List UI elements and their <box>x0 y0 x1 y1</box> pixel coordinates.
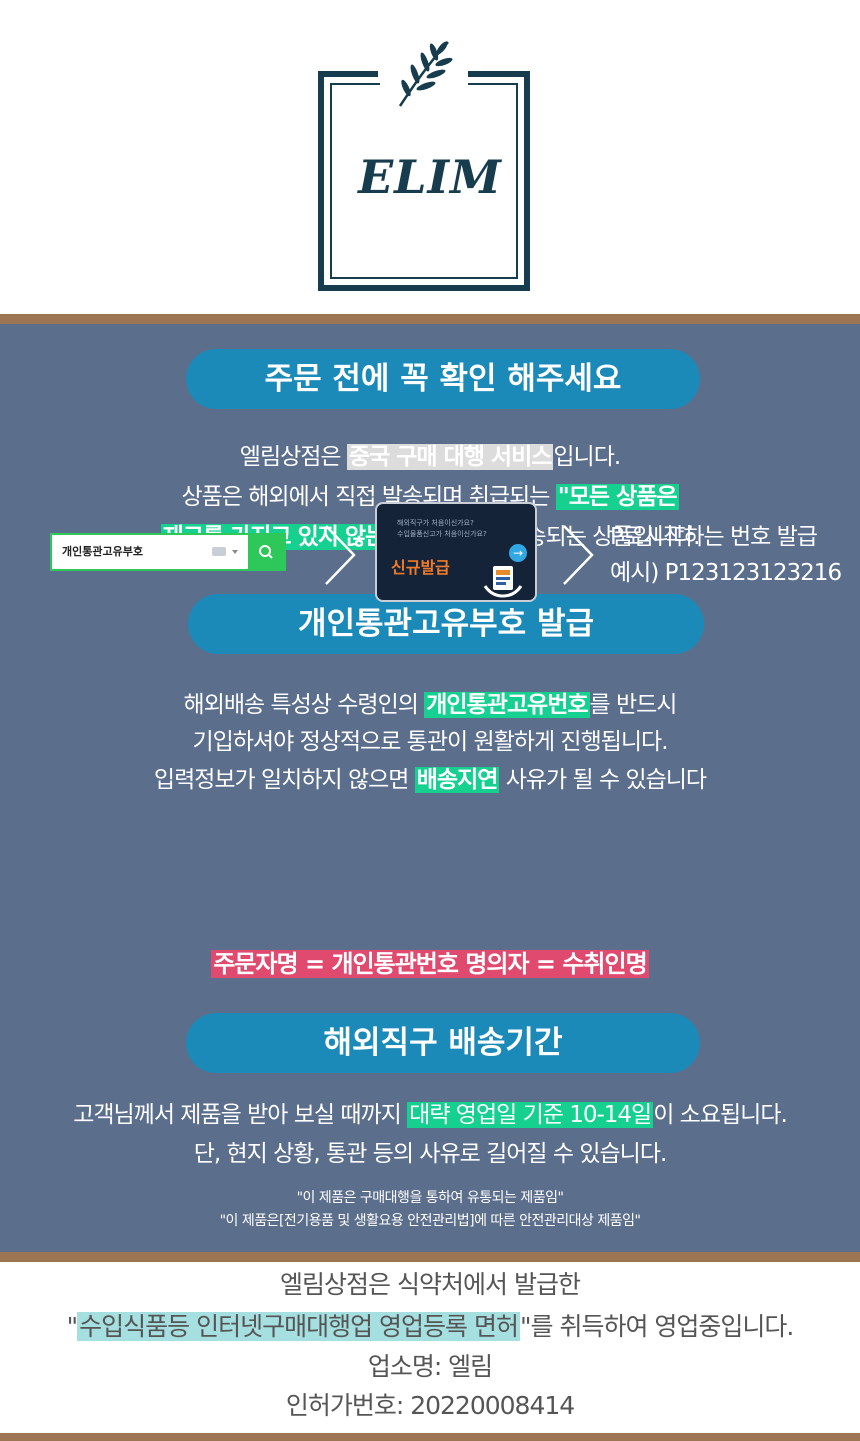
customs-search-box: 개인통관고유부호 <box>50 533 286 571</box>
chevron-right-icon <box>325 525 356 585</box>
bottom-divider <box>0 1433 860 1441</box>
footnote-2: "이 제품은[전기용품 및 생활요용 안전관리법]에 따른 안전관리대상 제품임… <box>219 1213 641 1229</box>
chevron-down-icon <box>232 550 238 554</box>
logo-text: ELIM <box>358 150 502 204</box>
middle-divider <box>0 1252 860 1262</box>
section-title-customs-code: 개인통관고유부호 발급 <box>188 594 704 654</box>
footer-line1: 엘림상점은 식약처에서 발급한 <box>280 1270 581 1299</box>
section2-line3: 입력정보가 일치하지 않으면 배송지연 사유가 될 수 있습니다 <box>153 767 707 793</box>
logo-frame <box>318 70 530 292</box>
highlight-no-stock-1: "모든 상품은 <box>555 484 679 510</box>
leaf-branch-icon <box>398 41 453 107</box>
name-warning-line: 주문자명 = 개인통관번호 명의자 = 수취인명 <box>0 944 860 984</box>
issue-note: P로시작하는 번호 발급 예시) P123123123216 <box>610 519 850 591</box>
footer-license-number: 인허가번호: 20220008414 <box>285 1391 575 1420</box>
section3-line1: 고객님께서 제품을 받아 보실 때까지 대략 영업일 기준 10-14일이 소요… <box>73 1102 788 1128</box>
card-line2: 수입물품신고가 처음이신가요? <box>397 530 487 538</box>
new-issue-card: 해외직구가 처음이신가요? 수입물품신고가 처음이신가요? 신규발급 → <box>375 502 537 602</box>
footer-business-name: 업소명: 엘림 <box>367 1352 493 1381</box>
keyboard-icon <box>212 547 226 556</box>
search-icon <box>259 545 273 559</box>
search-button <box>248 535 284 569</box>
name-warning: 주문자명 = 개인통관번호 명의자 = 수취인명 <box>211 950 649 978</box>
issue-note-line2: 예시) P123123123216 <box>610 560 842 586</box>
license-footer: 엘림상점은 식약처에서 발급한 "수입식품등 인터넷구매대행업 영업등록 면허"… <box>0 1262 860 1432</box>
highlight-service: 중국 구매 대행 서비스 <box>346 444 554 470</box>
section2-line1: 해외배송 특성상 수령인의 개인통관고유번호를 반드시 <box>183 692 677 718</box>
footnote-1: "이 제품은 구매대행을 통하여 유통되는 제품임" <box>296 1190 564 1206</box>
top-divider <box>0 314 860 324</box>
arrow-right-icon: → <box>509 544 527 562</box>
license-highlight: 수입식품등 인터넷구매대행업 영업등록 면허 <box>77 1312 520 1341</box>
section1-line1: 엘림상점은 중국 구매 대행 서비스입니다. <box>239 444 621 470</box>
chevron-right-icon <box>563 525 594 585</box>
section-title-order-notice: 주문 전에 꼭 확인 해주세요 <box>186 349 700 409</box>
highlight-customs-number: 개인통관고유번호 <box>424 692 590 718</box>
footer-line2: "수입식품등 인터넷구매대행업 영업등록 면허"를 취득하여 영업중입니다. <box>66 1312 794 1341</box>
new-issue-label: 신규발급 <box>391 558 450 577</box>
section-title-delivery: 해외직구 배송기간 <box>186 1013 700 1073</box>
highlight-delivery-days: 대략 영업일 기준 10-14일 <box>407 1102 654 1128</box>
card-line1: 해외직구가 처음이신가요? <box>397 519 474 527</box>
document-hand-icon <box>483 566 523 598</box>
section2-line2: 기입하셔야 정상적으로 통관이 원활하게 진행됩니다. <box>192 729 668 755</box>
header: ELIM <box>0 0 860 314</box>
highlight-delay: 배송지연 <box>414 767 500 793</box>
logo-frame-icon <box>318 71 530 291</box>
search-input-text: 개인통관고유부호 <box>62 545 143 558</box>
section3-line2: 단, 현지 상황, 통관 등의 사유로 길어질 수 있습니다. <box>193 1141 668 1167</box>
issue-note-line1: P로시작하는 번호 발급 <box>610 524 818 550</box>
